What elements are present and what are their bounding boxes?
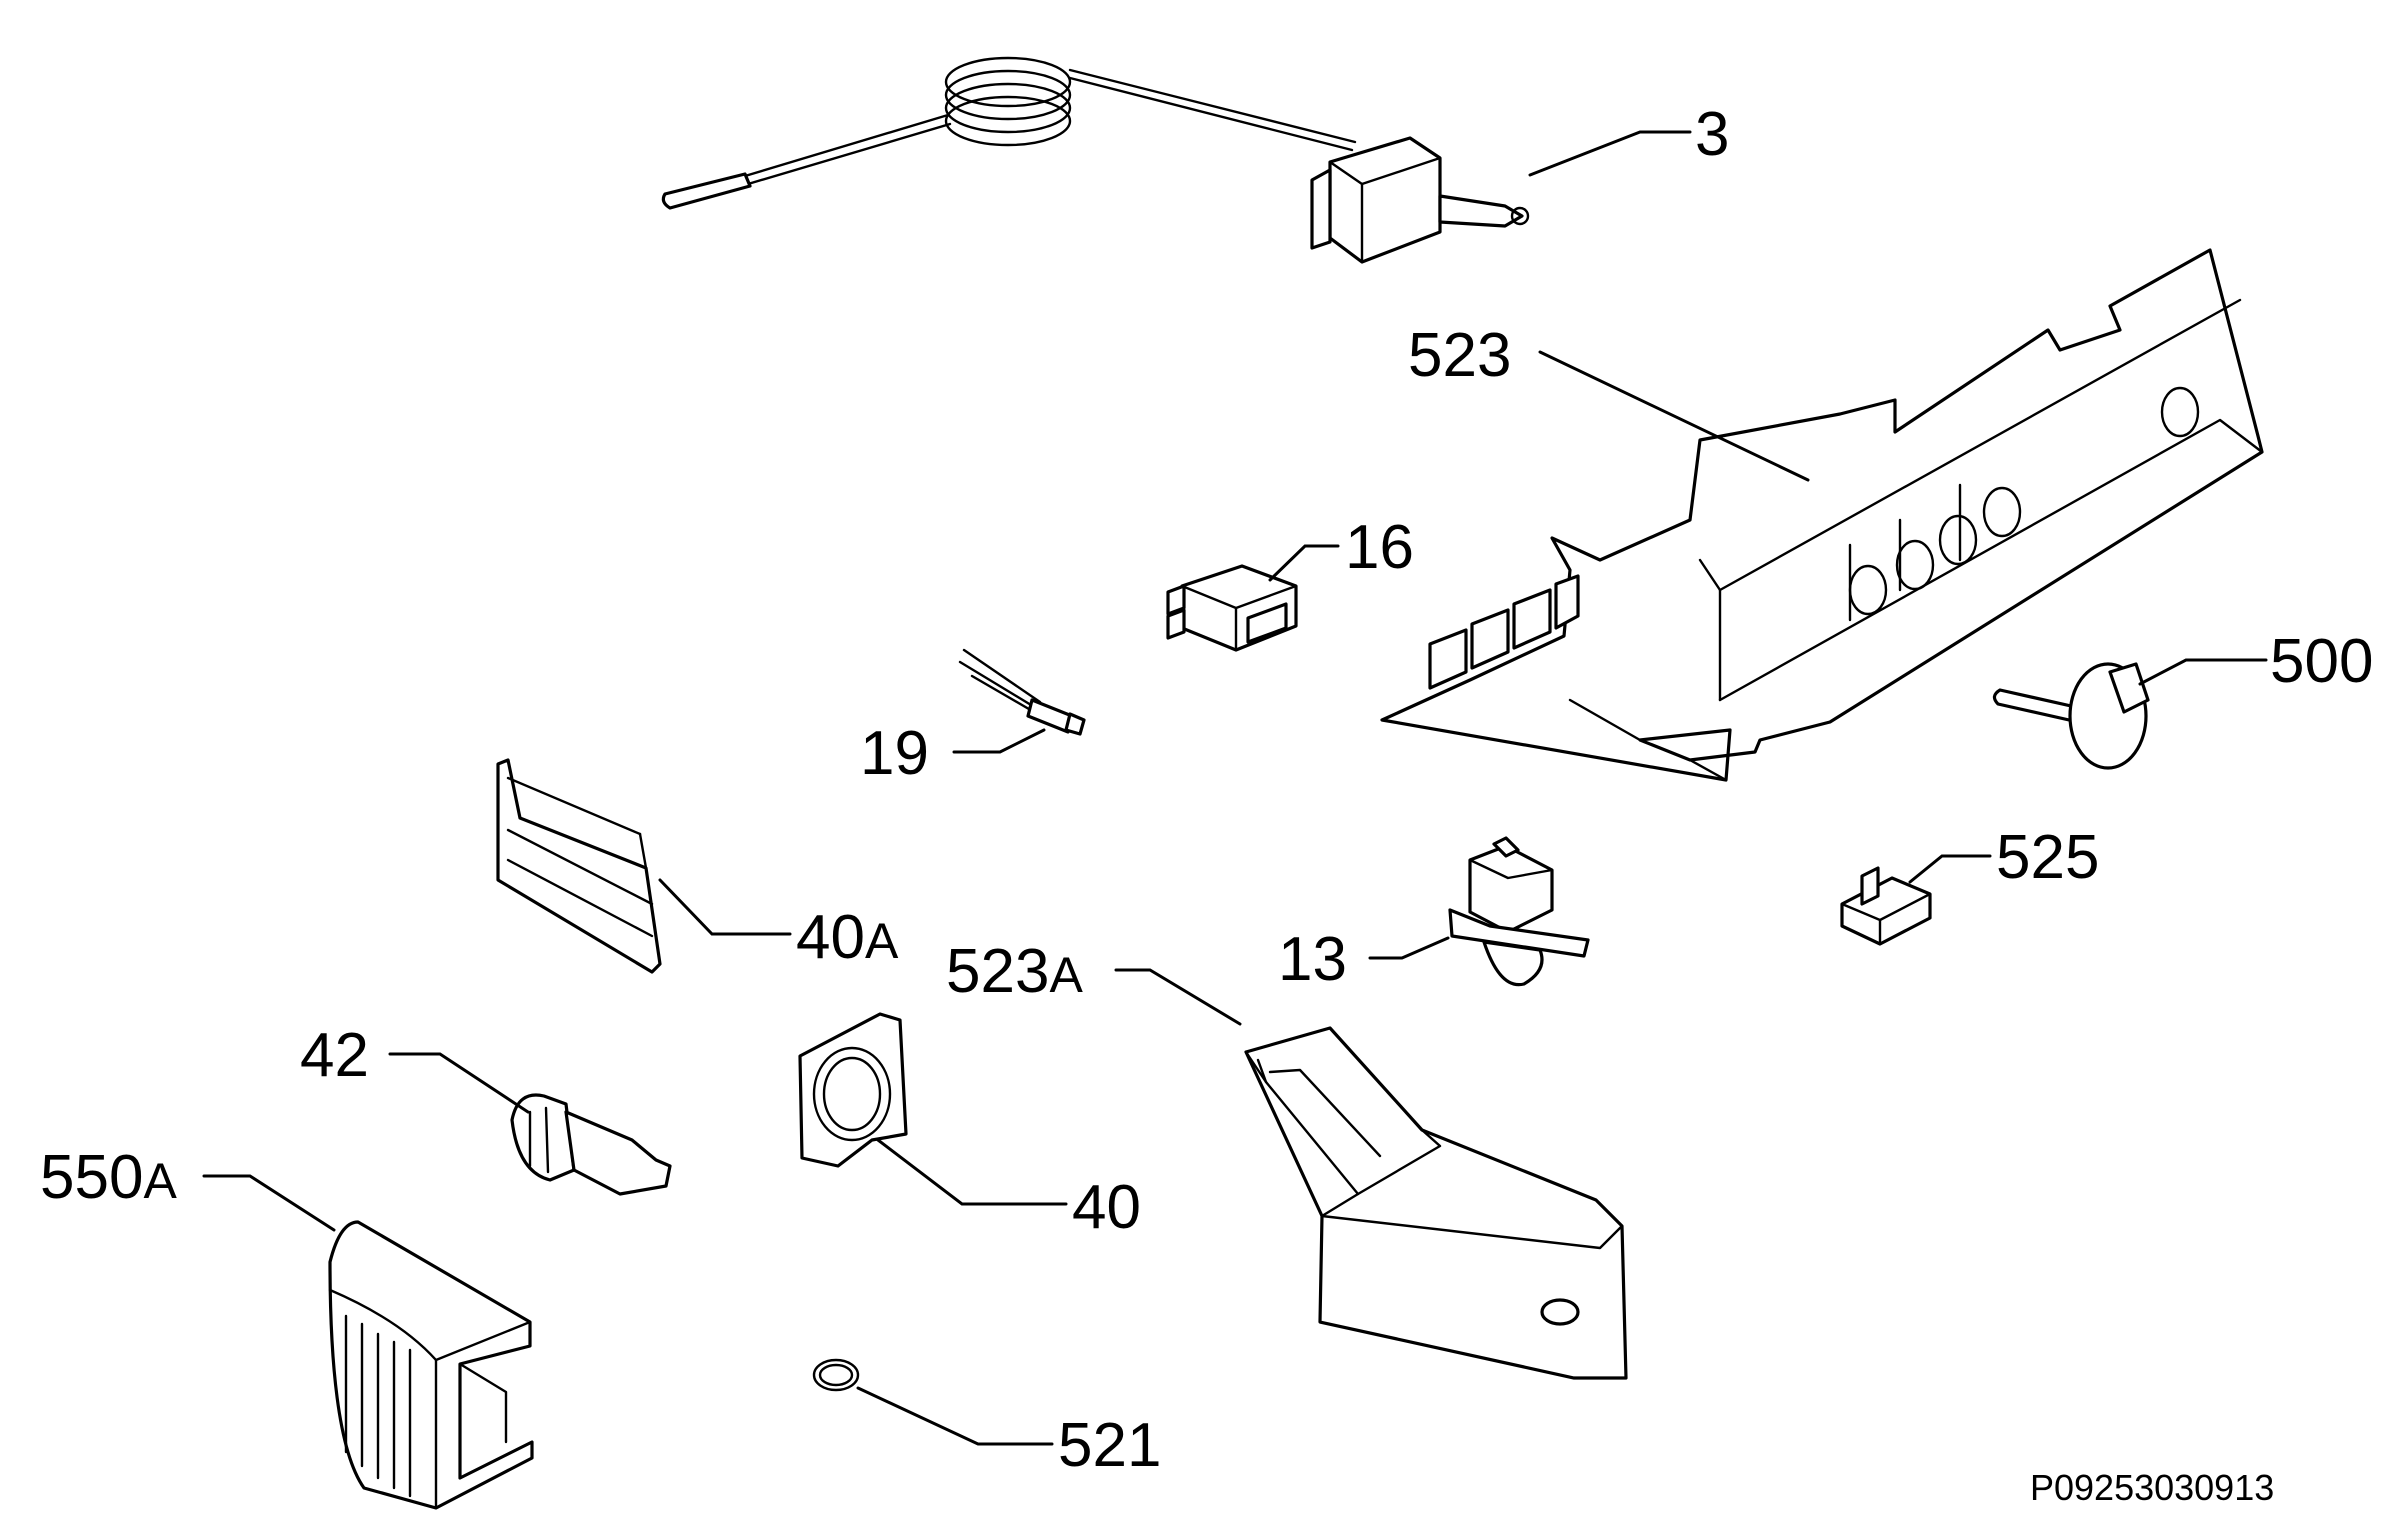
callout-42: 42 bbox=[300, 1021, 369, 1090]
leader-40a bbox=[658, 878, 792, 936]
leader-3 bbox=[1528, 130, 1692, 177]
callout-523a: 523A bbox=[946, 937, 1083, 1006]
part-rocker-switch bbox=[1166, 564, 1298, 652]
callout-500: 500 bbox=[2270, 627, 2373, 696]
part-control-knob bbox=[1992, 662, 2150, 770]
leader-42 bbox=[388, 1052, 530, 1114]
part-lamp-cover bbox=[1244, 1026, 1628, 1380]
callout-19: 19 bbox=[860, 719, 929, 788]
part-end-cap bbox=[328, 1220, 534, 1510]
leader-521 bbox=[856, 1386, 1054, 1446]
callout-labels: 3 523 16 19 500 525 40A 523A 13 42 550A … bbox=[40, 100, 2373, 1508]
diagram-reference-code: P09253030913 bbox=[2030, 1467, 2274, 1508]
leader-550a bbox=[202, 1174, 336, 1232]
part-diffuser-strip bbox=[496, 758, 662, 974]
leader-523 bbox=[1538, 350, 1810, 482]
callout-3: 3 bbox=[1695, 100, 1729, 169]
leader-13 bbox=[1368, 936, 1450, 960]
leader-523a bbox=[1114, 968, 1242, 1026]
part-wire-bulb bbox=[958, 648, 1086, 736]
part-gasket-plate bbox=[798, 1012, 908, 1168]
part-thermostat bbox=[661, 56, 1530, 264]
leader-19 bbox=[952, 728, 1046, 754]
callout-16: 16 bbox=[1345, 513, 1414, 582]
callout-523: 523 bbox=[1408, 321, 1511, 390]
part-o-ring bbox=[812, 1358, 860, 1392]
leader-40 bbox=[876, 1138, 1068, 1206]
leader-525 bbox=[1908, 854, 1992, 884]
callout-521: 521 bbox=[1058, 1411, 1161, 1480]
callout-40a: 40A bbox=[796, 903, 899, 972]
callout-13: 13 bbox=[1278, 925, 1347, 994]
part-light-switch bbox=[1448, 836, 1590, 987]
part-housing bbox=[1380, 248, 2264, 782]
callout-525: 525 bbox=[1996, 823, 2099, 892]
callout-550a: 550A bbox=[40, 1143, 177, 1212]
callout-40: 40 bbox=[1072, 1173, 1141, 1242]
leader-500 bbox=[2138, 658, 2268, 686]
part-small-block bbox=[1840, 866, 1932, 946]
part-lamp-holder bbox=[510, 1093, 672, 1196]
leader-lines bbox=[202, 130, 2268, 1446]
leader-16 bbox=[1268, 544, 1340, 582]
